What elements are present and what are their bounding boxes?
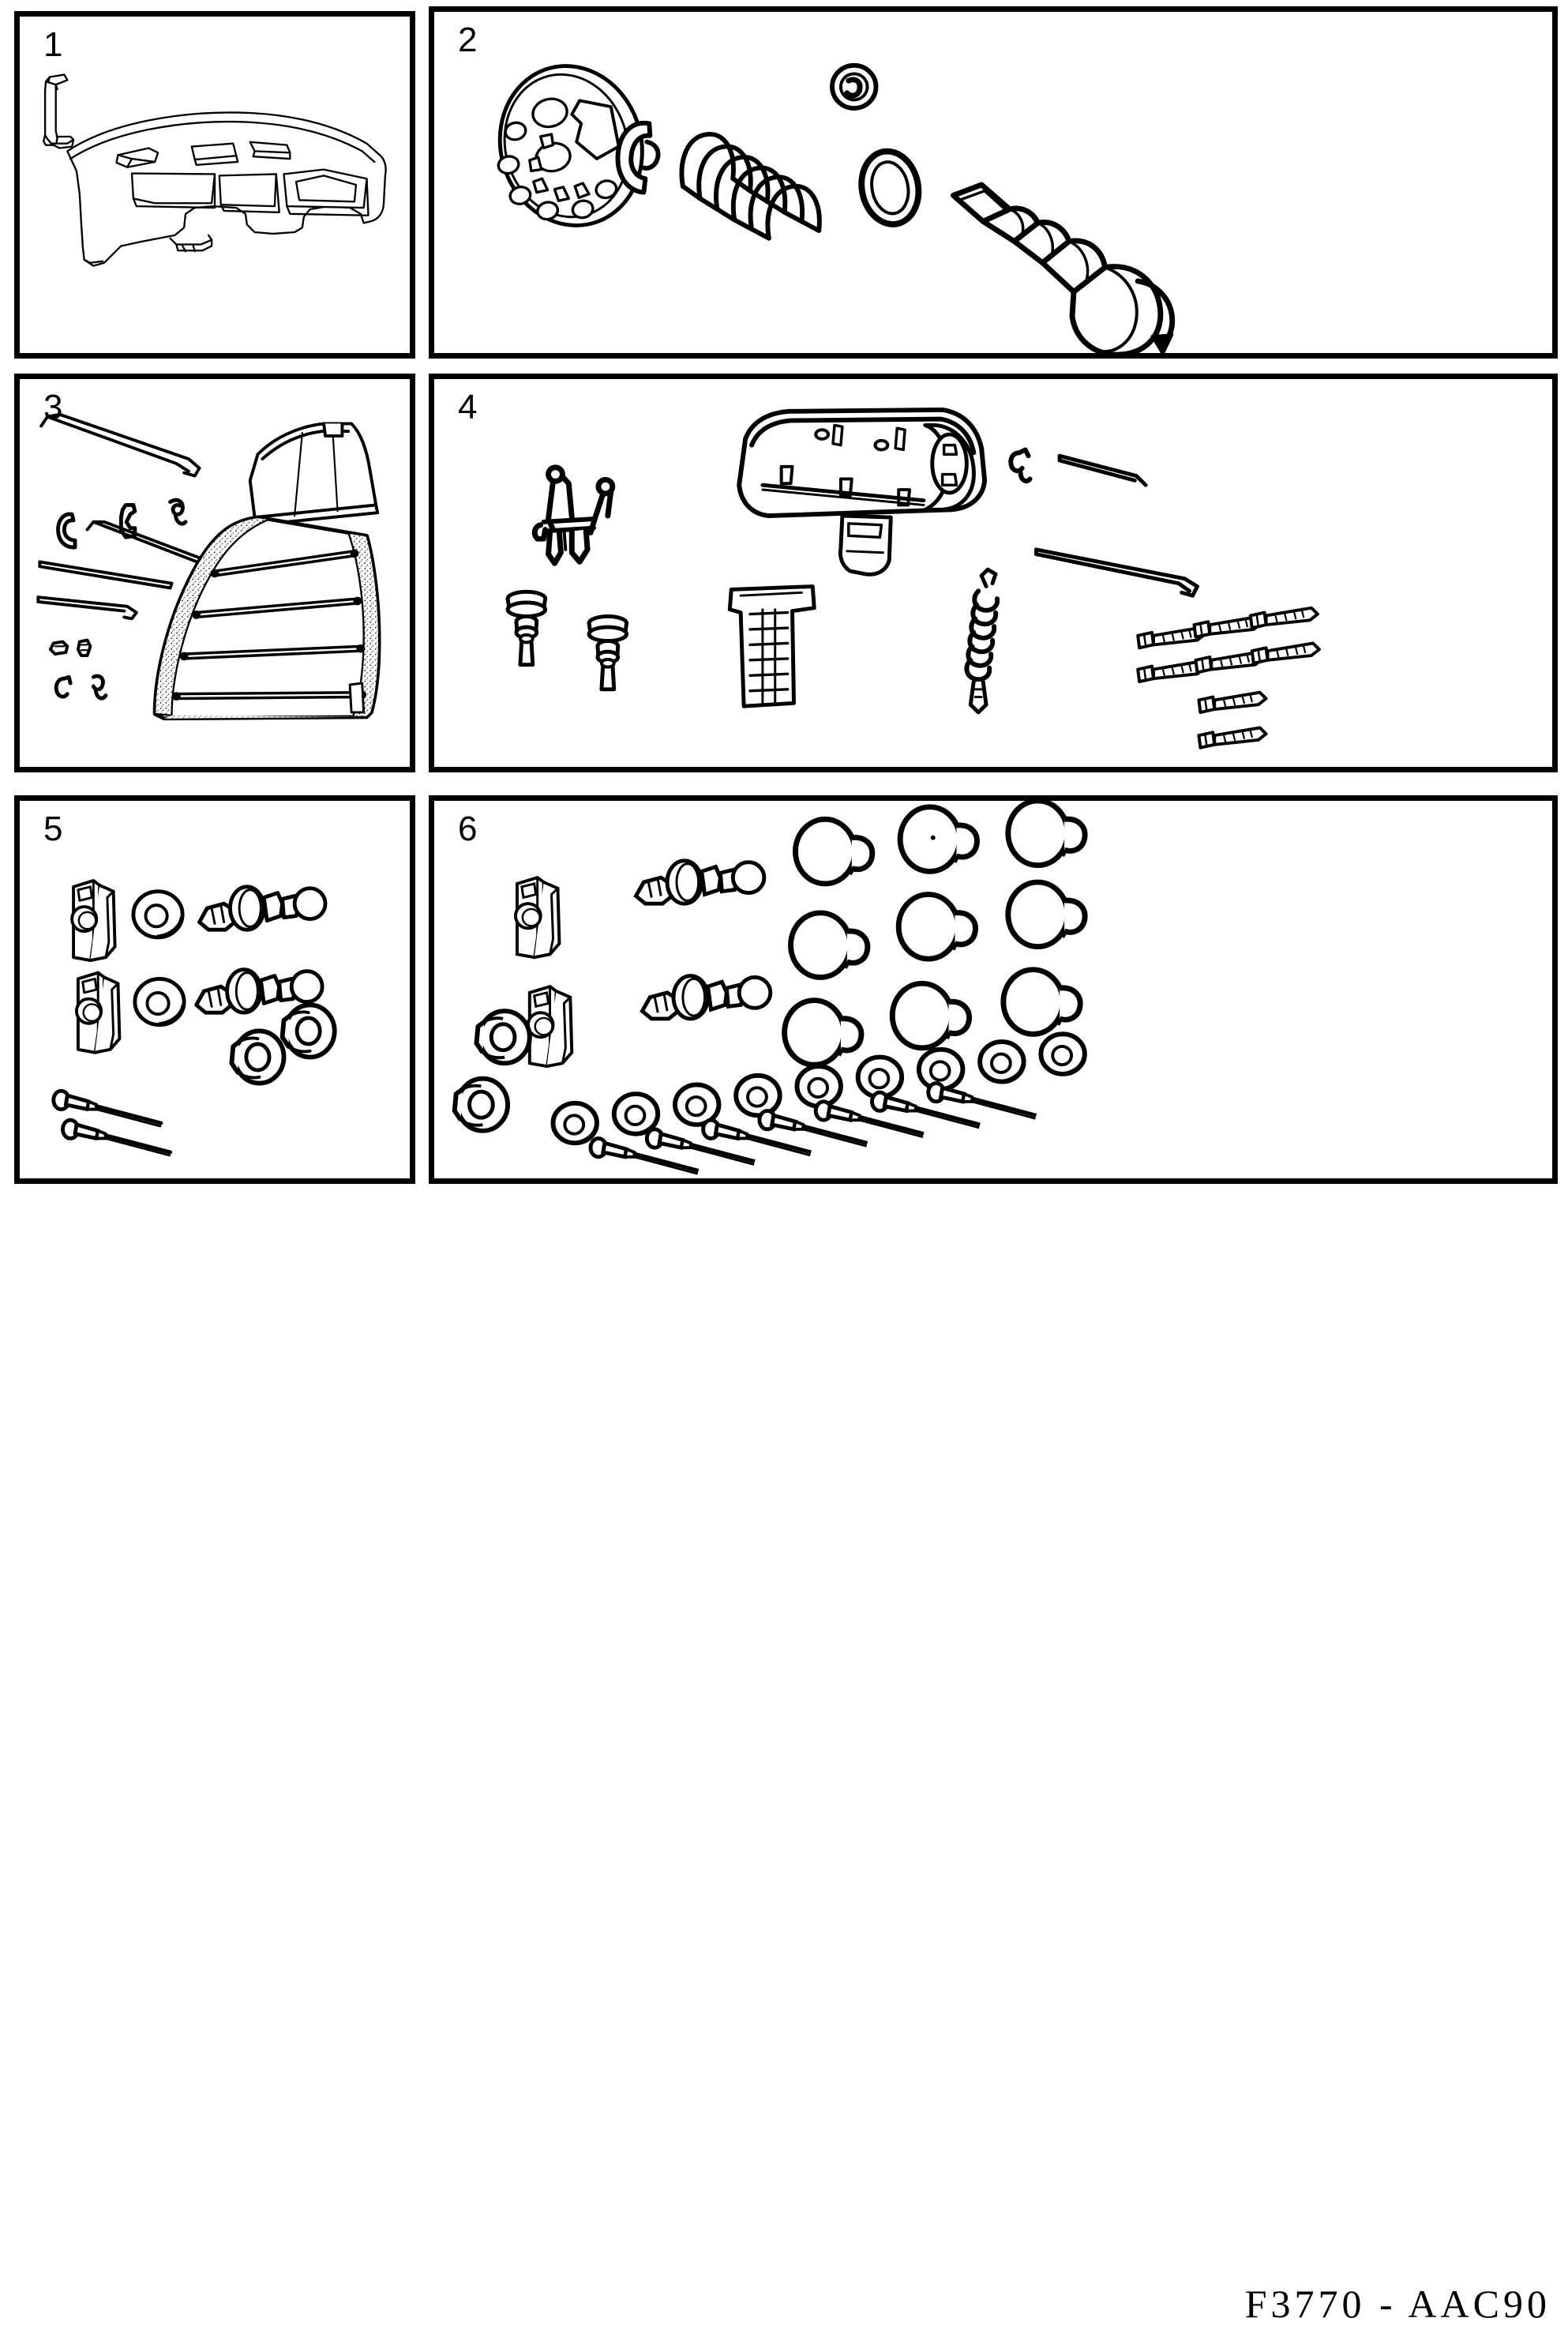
panel-number-5: 5 [43,810,63,848]
blanking-cap-1 [795,819,872,884]
return-spring-shape [964,567,1000,715]
panel-5-artwork [20,801,410,1178]
pop-rivet-7 [928,1084,1037,1119]
angle-bracket-2 [75,971,122,1054]
support-bracket-shape [42,73,75,149]
ball-stud-1 [197,885,328,932]
panel-number-4: 4 [458,388,478,426]
flat-washer-8 [980,1042,1023,1082]
blanking-cap-4 [791,913,868,978]
panel-number-2: 2 [458,21,478,59]
flat-washer-1 [553,1103,597,1144]
blanking-cap-3 [1008,801,1085,866]
blanking-cap-9 [1003,970,1080,1035]
flat-washer-2 [614,1094,658,1134]
pivot-bushes-shape [505,589,629,692]
ball-stud-1 [636,861,763,904]
o-ring-shape [858,148,922,227]
tension-rod-straight-shape [38,560,174,590]
blanking-cap-2 [900,807,977,872]
panel-5: 5 [14,795,415,1184]
flat-washer-1 [131,889,185,940]
ball-stud-2 [642,976,770,1019]
blanking-cap-5 [898,895,975,960]
panel-3-artwork [20,379,410,767]
rubber-grommet-2 [229,1028,287,1086]
c-clip-small-shape [56,512,77,550]
latch-bracket-shape [531,464,616,566]
rubber-grommet-1 [279,1002,337,1060]
lock-barrel-shape [951,182,1176,353]
pop-rivet-2 [61,1118,173,1157]
small-spring-clip-a [48,640,69,656]
panel-6-artwork [434,801,1552,1178]
pop-rivet-1 [51,1088,163,1128]
dashboard-moulding-shape [66,111,387,267]
panel-number-6: 6 [458,810,478,848]
hook-bottom-b [91,674,108,701]
screw-set-shape [1136,606,1321,749]
blanking-cap-7 [785,1001,861,1065]
panel-3: 3 [14,374,415,772]
seat-cushion-shape [152,515,381,721]
c-clip-shape [615,120,661,195]
sheet-caption: F3770 - AAC90 [1244,2282,1551,2326]
hook-bottom-a [54,674,73,699]
angle-bracket-1 [70,879,117,963]
panel-2-artwork [434,12,1552,353]
flat-washer-9 [1041,1034,1084,1074]
tension-rod-short-shape [36,595,138,621]
small-spring-clip-b [76,638,92,657]
panel-4: 4 [429,374,1558,772]
flat-washer-2 [133,976,186,1027]
spring-clip-shape [1008,447,1033,483]
flat-washer-4 [736,1076,779,1116]
seat-back-panel-shape [248,422,380,527]
panel-4-artwork [434,379,1552,767]
release-rod-shape [1033,547,1199,598]
hook-pair-shape [168,498,188,526]
flat-washer-5 [797,1066,840,1106]
ball-stud-2 [194,967,324,1015]
upper-wire-shape [1057,453,1148,487]
tension-rod-long-shape [39,412,201,478]
coil-spring-shape [679,132,822,241]
panel-number-1: 1 [43,25,63,64]
rubber-grommet-1 [476,1011,529,1063]
latch-housing-shape [737,407,988,577]
panel-6: 6 [429,795,1558,1184]
angle-bracket-1 [514,876,561,960]
rubber-grommet-2 [455,1079,508,1131]
blanking-cap-8 [892,983,969,1048]
cap-centre-dot [930,835,936,840]
striker-plate-shape [727,584,816,708]
panel-1-artwork [20,17,410,353]
blanking-cap-6 [1008,882,1085,947]
panel-2: 2 [429,6,1558,359]
small-washer-shape [830,62,879,111]
angle-bracket-2 [526,985,574,1069]
panel-1: 1 [14,11,415,359]
